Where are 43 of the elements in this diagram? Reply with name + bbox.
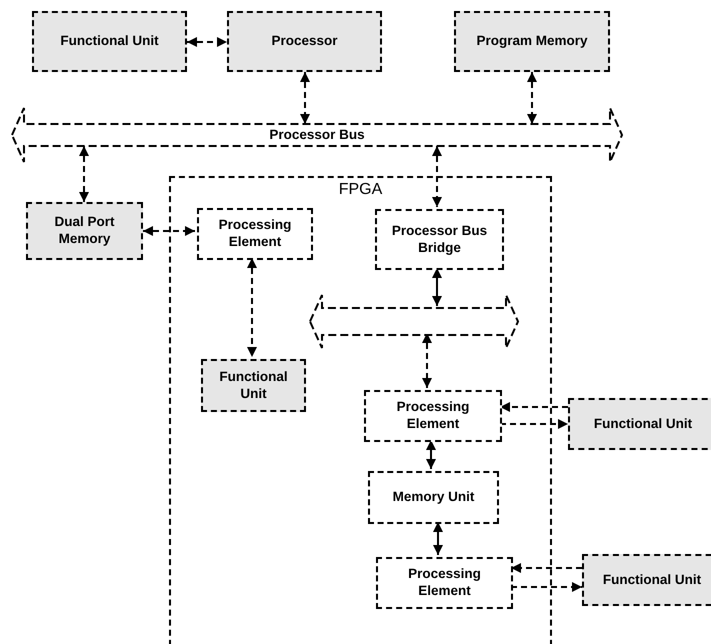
arrow: [432, 268, 442, 306]
functional-unit-box: [32, 11, 187, 72]
arrow: [143, 226, 195, 236]
node-label: Program Memory: [475, 33, 589, 50]
node-label: Functional Unit: [59, 33, 160, 50]
node-label: Dual Port Memory: [53, 214, 116, 248]
arrow: [500, 419, 568, 429]
arrow: [79, 146, 89, 202]
functional-unit-box: [568, 398, 711, 450]
arrow: [247, 258, 257, 357]
node-label: Processing Element: [407, 566, 482, 600]
arrow: [500, 402, 568, 412]
arrow: [527, 72, 537, 124]
fpga-frame: [169, 176, 552, 644]
node-label: Processing Element: [218, 217, 292, 251]
arrow: [426, 440, 436, 469]
node-label: Processing Element: [396, 399, 470, 433]
memory-box: [26, 202, 143, 260]
functional-unit-box: [201, 359, 306, 412]
node-label: Functional Unit: [592, 416, 694, 432]
arrow: [433, 522, 443, 555]
processing-element-box: [364, 390, 502, 442]
node-label: Memory Unit: [392, 489, 476, 506]
node-label: Processor: [270, 33, 339, 50]
arrow: [300, 72, 310, 124]
memory-box: [454, 11, 610, 72]
bridge-box: [375, 209, 504, 270]
bus-shape: [310, 295, 518, 348]
arrow: [187, 37, 227, 47]
processing-element-box: [376, 557, 513, 609]
memory-box: [368, 471, 499, 524]
node-label: Processor Bus Bridge: [390, 222, 488, 256]
arrow: [511, 563, 582, 573]
arrow: [511, 582, 582, 592]
node-label: Processor Bus: [268, 126, 366, 144]
functional-unit-box: [582, 554, 711, 606]
bus-shape: [12, 108, 622, 162]
node-label: Functional Unit: [218, 368, 289, 402]
node-label: Functional Unit: [602, 572, 702, 588]
group-title: FPGA: [338, 180, 382, 200]
processor-box: [227, 11, 382, 72]
processing-element-box: [197, 208, 313, 260]
arrow: [432, 146, 442, 207]
